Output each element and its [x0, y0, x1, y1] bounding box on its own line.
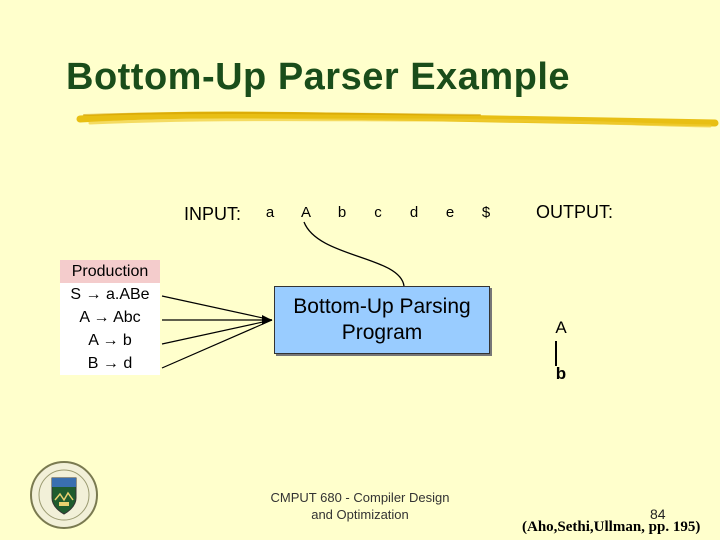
- input-token: e: [445, 204, 455, 221]
- university-crest-logo: [30, 461, 98, 529]
- footer-line1: CMPUT 680 - Compiler Design: [270, 490, 450, 505]
- parser-box-line2: Program: [341, 321, 423, 344]
- footer-line2: and Optimization: [311, 507, 409, 522]
- input-tape: a A b c d e $: [252, 198, 504, 228]
- input-label: INPUT:: [184, 204, 242, 224]
- input-token: b: [337, 204, 347, 221]
- production-table-header: Production: [60, 260, 160, 283]
- production-rule: A → b: [88, 332, 132, 349]
- production-table: Production S → a.ABe A → Abc A → b B → d: [60, 260, 160, 375]
- course-footer: CMPUT 680 - Compiler Design and Optimiza…: [250, 489, 470, 523]
- production-rule: S → a.ABe: [70, 286, 150, 303]
- citation: (Aho,Sethi,Ullman, pp. 195): [522, 519, 701, 535]
- output-label: OUTPUT:: [536, 202, 614, 222]
- production-rule: A → Abc: [79, 309, 141, 326]
- input-token: $: [481, 204, 491, 221]
- parser-box-line1: Bottom-Up Parsing: [293, 294, 471, 318]
- input-token: A: [300, 204, 311, 221]
- page-number: 84: [650, 506, 666, 522]
- input-token: a: [265, 204, 275, 221]
- title-underline-decoration: [76, 111, 719, 128]
- output-tree-child-node: b: [555, 364, 567, 383]
- production-rule: B → d: [87, 355, 133, 372]
- slide-title: Bottom-Up Parser Example: [66, 56, 571, 98]
- input-token: d: [409, 204, 419, 221]
- parsing-program-box: Bottom-Up Parsing Program: [274, 286, 490, 354]
- input-token: c: [374, 204, 382, 221]
- output-tree-parent-node: A: [555, 318, 567, 337]
